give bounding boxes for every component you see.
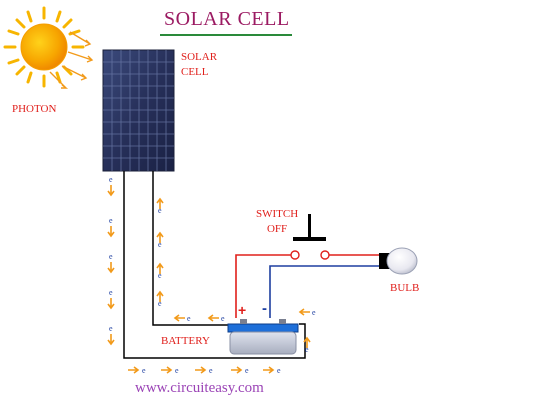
electron-symbol: e bbox=[142, 366, 146, 375]
electron-symbol: e bbox=[158, 240, 162, 249]
flow-arrow bbox=[107, 298, 115, 310]
flow-arrow bbox=[298, 308, 310, 316]
flow-arrow bbox=[195, 366, 207, 374]
electron-symbol: e bbox=[187, 314, 191, 323]
bulb-label: BULB bbox=[390, 282, 420, 294]
switch bbox=[290, 214, 330, 260]
electron-marker: e bbox=[107, 175, 115, 197]
flow-arrow bbox=[156, 262, 164, 274]
electron-marker: e bbox=[107, 252, 115, 274]
electron-symbol: e bbox=[221, 314, 225, 323]
flow-arrow bbox=[107, 226, 115, 238]
photon-arrows bbox=[49, 31, 94, 89]
electron-marker: e bbox=[161, 366, 179, 375]
electron-symbol: e bbox=[305, 345, 309, 354]
electron-marker: e bbox=[195, 366, 213, 375]
panel-label-line1: SOLAR bbox=[181, 51, 218, 63]
electron-symbol: e bbox=[109, 216, 113, 225]
electron-marker: e bbox=[156, 290, 164, 308]
electron-symbol: e bbox=[158, 299, 162, 308]
switch-label: SWITCH OFF bbox=[256, 207, 298, 237]
electron-symbol: e bbox=[109, 252, 113, 261]
battery-icon bbox=[227, 319, 299, 355]
electron-marker: e bbox=[107, 324, 115, 346]
page-title: SOLAR CELL bbox=[164, 8, 290, 30]
flow-arrow bbox=[173, 314, 185, 322]
electron-marker: e bbox=[263, 366, 281, 375]
electron-symbol: e bbox=[209, 366, 213, 375]
electron-symbol: e bbox=[109, 324, 113, 333]
panel-label-line2: CELL bbox=[181, 66, 209, 78]
bulb-icon bbox=[379, 247, 418, 275]
circuit-wire bbox=[123, 171, 306, 359]
electron-marker: e bbox=[231, 366, 249, 375]
flow-arrow bbox=[156, 290, 164, 302]
switch-label-line2: OFF bbox=[266, 223, 288, 235]
electron-symbol: e bbox=[158, 271, 162, 280]
electron-marker: e bbox=[156, 197, 164, 215]
flow-arrow bbox=[231, 366, 243, 374]
electron-marker: e bbox=[207, 314, 225, 323]
title-underline bbox=[160, 34, 292, 36]
electron-symbol: e bbox=[245, 366, 249, 375]
flow-arrow bbox=[303, 336, 311, 348]
flow-arrow bbox=[107, 185, 115, 197]
electron-marker: e bbox=[303, 336, 311, 354]
electron-symbol: e bbox=[277, 366, 281, 375]
flow-arrow bbox=[161, 366, 173, 374]
electron-symbol: e bbox=[109, 175, 113, 184]
flow-arrow bbox=[263, 366, 275, 374]
flow-arrow bbox=[156, 197, 164, 209]
electron-marker: e bbox=[107, 216, 115, 238]
flow-arrow bbox=[156, 231, 164, 243]
electron-marker: e bbox=[156, 262, 164, 280]
battery-minus-sign: - bbox=[262, 300, 267, 317]
electron-flow: e e e e e e e e e e e e e e e e e e bbox=[107, 175, 316, 375]
electron-marker: e bbox=[107, 288, 115, 310]
electron-marker: e bbox=[128, 366, 146, 375]
flow-arrow bbox=[207, 314, 219, 322]
switch-label-line1: SWITCH bbox=[256, 208, 299, 220]
flow-arrow bbox=[107, 334, 115, 346]
electron-symbol: e bbox=[109, 288, 113, 297]
battery-label: BATTERY bbox=[161, 335, 210, 347]
panel-label: SOLAR CELL bbox=[181, 50, 217, 80]
positive-wire bbox=[235, 254, 380, 318]
electron-symbol: e bbox=[158, 206, 162, 215]
electron-marker: e bbox=[156, 231, 164, 249]
electron-symbol: e bbox=[175, 366, 179, 375]
photon-label: PHOTON bbox=[12, 103, 57, 115]
sun-icon bbox=[3, 6, 85, 88]
electron-marker: e bbox=[173, 314, 191, 323]
website-link[interactable]: www.circuiteasy.com bbox=[135, 380, 264, 396]
flow-arrow bbox=[128, 366, 140, 374]
electron-symbol: e bbox=[312, 308, 316, 317]
solar-panel bbox=[102, 49, 175, 172]
negative-wire bbox=[269, 265, 380, 318]
electron-marker: e bbox=[298, 308, 316, 317]
flow-arrow bbox=[107, 262, 115, 274]
battery-plus-sign: + bbox=[238, 302, 247, 318]
